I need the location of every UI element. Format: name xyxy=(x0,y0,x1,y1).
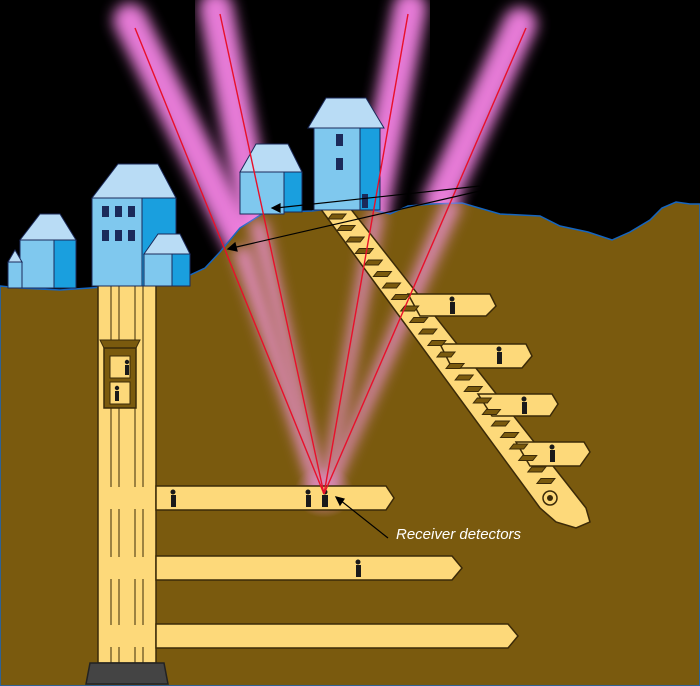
stair-step xyxy=(508,443,529,450)
miner-icon xyxy=(521,396,527,414)
stair-step xyxy=(408,317,429,323)
miner-icon xyxy=(305,489,311,507)
tunnel-level-1 xyxy=(155,485,395,511)
stair-step xyxy=(445,363,466,369)
pointer-arrows xyxy=(226,185,485,539)
houses xyxy=(7,97,385,289)
receiver-detectors-label: Receiver detectors xyxy=(396,526,522,543)
stair-step xyxy=(517,455,538,461)
stair-step xyxy=(336,225,357,231)
stair-step xyxy=(381,282,402,289)
stair-step xyxy=(490,420,511,427)
horizontal-tunnels xyxy=(99,485,519,649)
stair-step xyxy=(481,409,502,415)
stair-step xyxy=(426,340,447,346)
receiver-detector-inclined xyxy=(542,490,558,506)
muon-beams xyxy=(134,13,527,495)
stair-step xyxy=(363,259,384,266)
muon-beam xyxy=(219,13,325,495)
muon-beam xyxy=(323,27,527,495)
stair-step xyxy=(535,478,556,484)
stair-step xyxy=(390,294,411,300)
stair-step xyxy=(372,271,393,277)
stair-step xyxy=(499,432,520,438)
miner-icon xyxy=(549,444,555,462)
stair-step xyxy=(417,328,438,335)
house-icon xyxy=(307,97,385,211)
house-icon xyxy=(7,213,77,289)
muon-beam xyxy=(323,13,409,495)
miner-icon xyxy=(449,296,455,314)
miner-icon xyxy=(355,559,361,577)
stairs xyxy=(326,213,556,484)
stair-step xyxy=(326,213,348,220)
miner-icon xyxy=(170,489,176,507)
tunnel-level-3 xyxy=(155,623,519,649)
stair-step xyxy=(463,386,484,392)
stair-step xyxy=(526,466,547,473)
stair-step xyxy=(354,248,375,254)
tunnel-level-2 xyxy=(155,555,463,581)
stair-step xyxy=(435,351,457,358)
stair-step xyxy=(472,397,493,404)
miner-icon xyxy=(496,346,502,364)
stair-step xyxy=(454,374,475,381)
elevator-cage-icon xyxy=(99,339,141,409)
stair-step xyxy=(345,236,366,243)
muon-beam xyxy=(134,27,325,495)
house-icon xyxy=(143,233,191,287)
